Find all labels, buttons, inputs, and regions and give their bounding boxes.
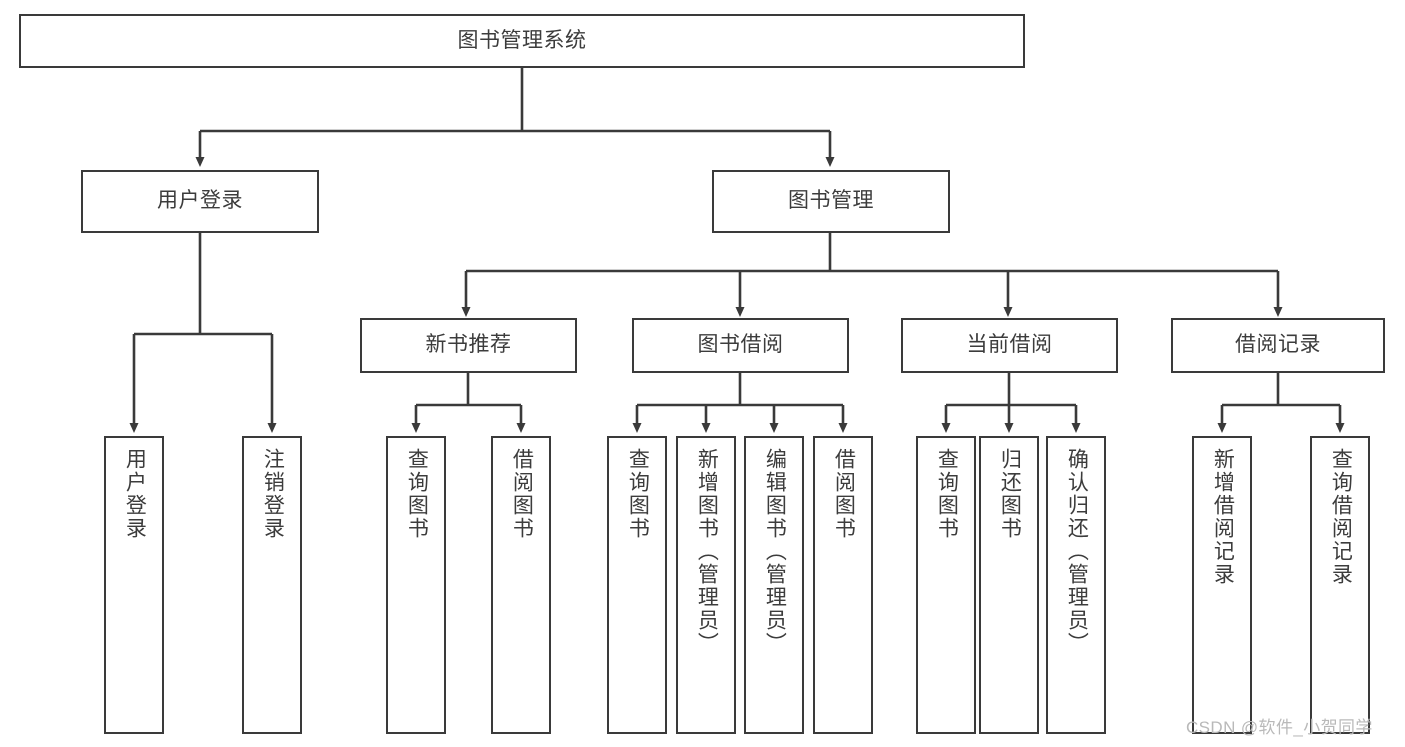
node-leaf-query-book-3-label: 查询图书	[935, 448, 959, 540]
node-leaf-logout-login[interactable]: 注销登录	[242, 436, 302, 734]
node-borrow-record-label: 借阅记录	[1235, 333, 1321, 357]
node-leaf-borrow-book-2-label: 借阅图书	[832, 448, 856, 540]
node-leaf-query-book-3[interactable]: 查询图书	[916, 436, 976, 734]
watermark: CSDN @软件_小贺同学	[1186, 718, 1373, 737]
node-current-borrow-label: 当前借阅	[966, 333, 1053, 357]
node-leaf-edit-book-label: 编辑图书（管理员）	[763, 448, 787, 655]
node-book-management[interactable]: 图书管理	[712, 170, 950, 233]
node-book-management-label: 图书管理	[788, 189, 874, 213]
node-leaf-confirm-return-label: 确认归还（管理员）	[1065, 448, 1089, 655]
node-leaf-logout-login-label: 注销登录	[261, 448, 285, 540]
node-leaf-borrow-book-2[interactable]: 借阅图书	[813, 436, 873, 734]
node-leaf-query-book-2-label: 查询图书	[626, 448, 650, 540]
node-leaf-query-book-1[interactable]: 查询图书	[386, 436, 446, 734]
node-leaf-user-login-label: 用户登录	[123, 448, 147, 540]
node-leaf-confirm-return[interactable]: 确认归还（管理员）	[1046, 436, 1106, 734]
node-leaf-user-login[interactable]: 用户登录	[104, 436, 164, 734]
node-leaf-query-record-label: 查询借阅记录	[1329, 448, 1353, 586]
node-leaf-add-record[interactable]: 新增借阅记录	[1192, 436, 1252, 734]
node-leaf-add-record-label: 新增借阅记录	[1211, 448, 1235, 586]
node-leaf-add-book[interactable]: 新增图书（管理员）	[676, 436, 736, 734]
node-leaf-edit-book[interactable]: 编辑图书（管理员）	[744, 436, 804, 734]
node-root-label: 图书管理系统	[457, 28, 587, 52]
node-user-login[interactable]: 用户登录	[81, 170, 319, 233]
node-current-borrow[interactable]: 当前借阅	[901, 318, 1118, 373]
node-user-login-label: 用户登录	[157, 189, 243, 213]
node-new-book-recommend-label: 新书推荐	[425, 333, 512, 357]
node-leaf-borrow-book-1[interactable]: 借阅图书	[491, 436, 551, 734]
node-root[interactable]: 图书管理系统	[19, 14, 1025, 68]
node-leaf-query-book-1-label: 查询图书	[405, 448, 429, 540]
node-book-borrow-label: 图书借阅	[697, 333, 784, 357]
node-leaf-query-record[interactable]: 查询借阅记录	[1310, 436, 1370, 734]
node-leaf-return-book-label: 归还图书	[998, 448, 1022, 540]
node-new-book-recommend[interactable]: 新书推荐	[360, 318, 577, 373]
node-book-borrow[interactable]: 图书借阅	[632, 318, 849, 373]
node-borrow-record[interactable]: 借阅记录	[1171, 318, 1385, 373]
node-leaf-return-book[interactable]: 归还图书	[979, 436, 1039, 734]
node-leaf-borrow-book-1-label: 借阅图书	[510, 448, 534, 540]
node-leaf-add-book-label: 新增图书（管理员）	[695, 448, 719, 655]
node-leaf-query-book-2[interactable]: 查询图书	[607, 436, 667, 734]
